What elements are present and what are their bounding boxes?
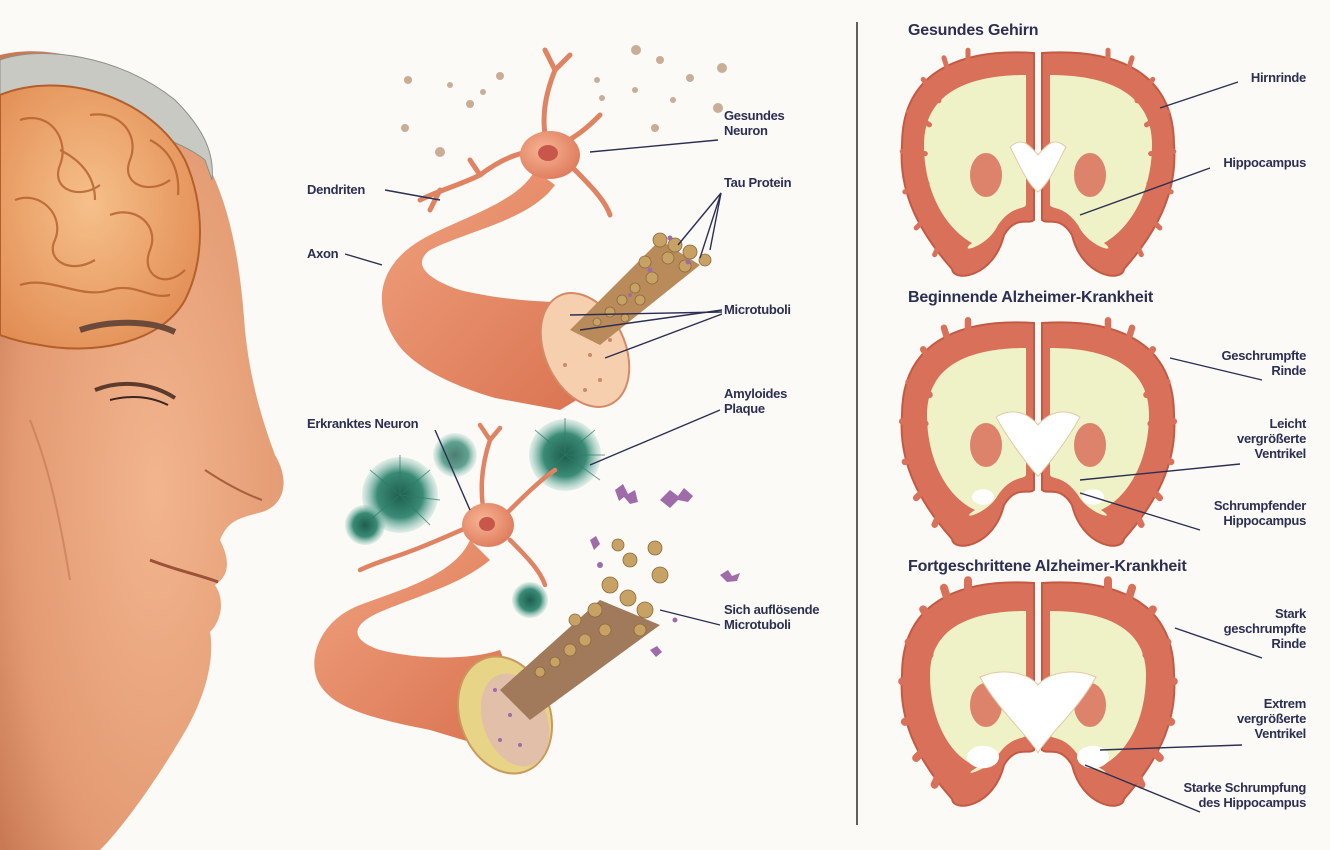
- label-axon: Axon: [307, 246, 338, 261]
- head-profile: [0, 51, 284, 850]
- label-microtubules: Microtuboli: [724, 302, 791, 317]
- label-cortex: Hirnrinde: [1251, 70, 1306, 85]
- diseased-neuron: [314, 418, 740, 787]
- brain-healthy: [902, 50, 1175, 276]
- title-early-alzheimer: Beginnende Alzheimer-Krankheit: [908, 289, 1153, 307]
- healthy-neuron: [382, 45, 727, 421]
- title-healthy-brain: Gesundes Gehirn: [908, 22, 1038, 40]
- label-tau-protein: Tau Protein: [724, 175, 791, 190]
- brain-early: [902, 320, 1175, 546]
- brain-sections: [902, 50, 1175, 806]
- title-advanced-alzheimer: Fortgeschrittene Alzheimer-Krankheit: [908, 558, 1187, 576]
- label-hippocampus: Hippocampus: [1223, 155, 1306, 170]
- label-diseased-neuron: Erkranktes Neuron: [307, 416, 418, 431]
- brain-advanced: [902, 580, 1175, 806]
- label-dendrites: Dendriten: [307, 182, 365, 197]
